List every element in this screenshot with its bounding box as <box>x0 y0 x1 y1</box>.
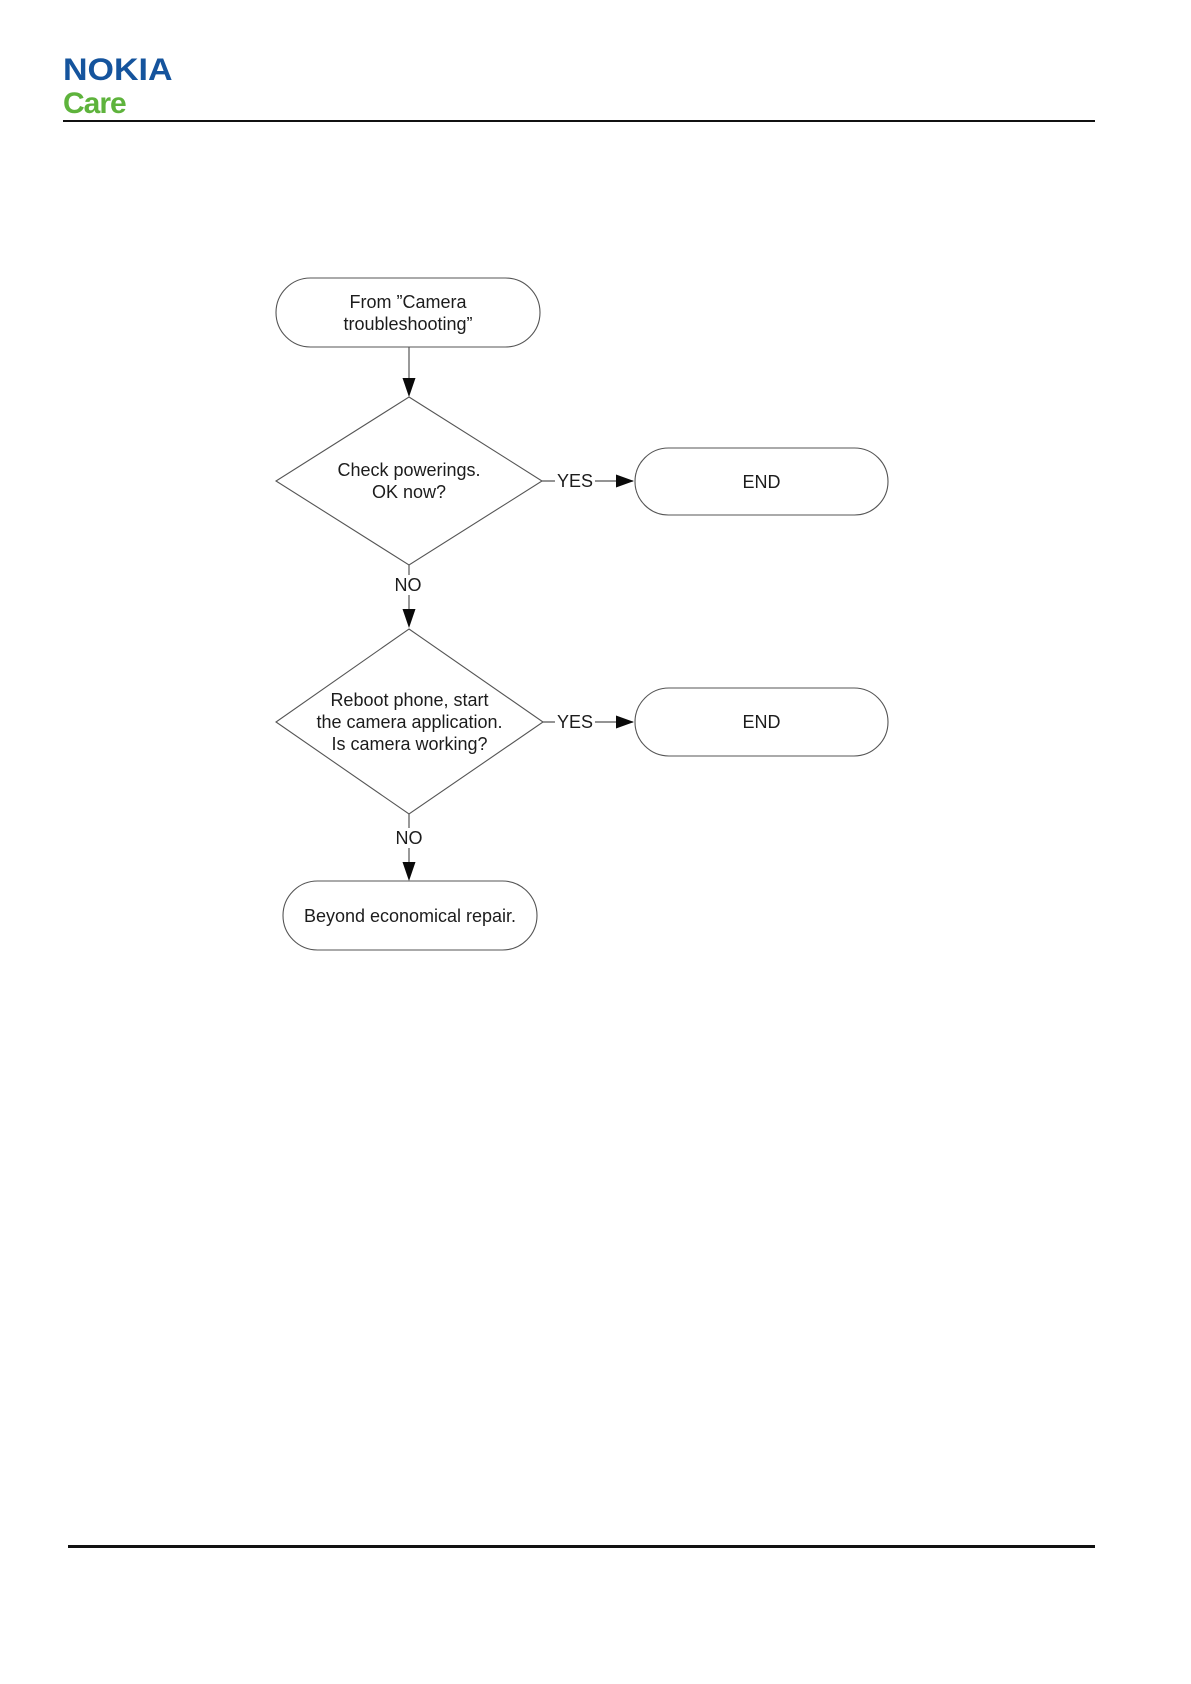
decision1-label: Check powerings. OK now? <box>337 460 481 502</box>
final-terminator-shape <box>282 880 538 951</box>
edge-label-yes-1: YES <box>554 471 596 491</box>
end2-terminator-shape <box>634 687 889 757</box>
start-terminator-shape <box>275 277 541 348</box>
footer-divider <box>68 1545 1095 1548</box>
edge-label-yes-2: YES <box>554 712 596 732</box>
arrowhead-down-3 <box>402 862 416 881</box>
start-terminator-label: From ”Camera troubleshooting” <box>343 291 473 334</box>
header-divider <box>63 120 1095 122</box>
end2-label: END <box>742 712 781 732</box>
arrowhead-right-1 <box>616 474 634 488</box>
end1-label: END <box>742 471 781 492</box>
edge-label-no-1: NO <box>392 575 424 595</box>
nokia-logo-text: NOKIA <box>63 52 173 88</box>
edge-label-no-2: NO <box>393 828 425 848</box>
arrowhead-right-2 <box>616 715 634 729</box>
care-logo-text: Care <box>63 87 127 120</box>
arrowhead-down-1 <box>402 378 416 397</box>
end1-terminator-shape <box>634 447 889 516</box>
decision2-label: Reboot phone, start the camera applicati… <box>316 689 503 754</box>
arrowhead-down-2 <box>402 609 416 628</box>
nokia-care-logo: NOKIA Care <box>63 54 173 119</box>
final-terminator-label: Beyond economical repair. <box>303 905 517 926</box>
